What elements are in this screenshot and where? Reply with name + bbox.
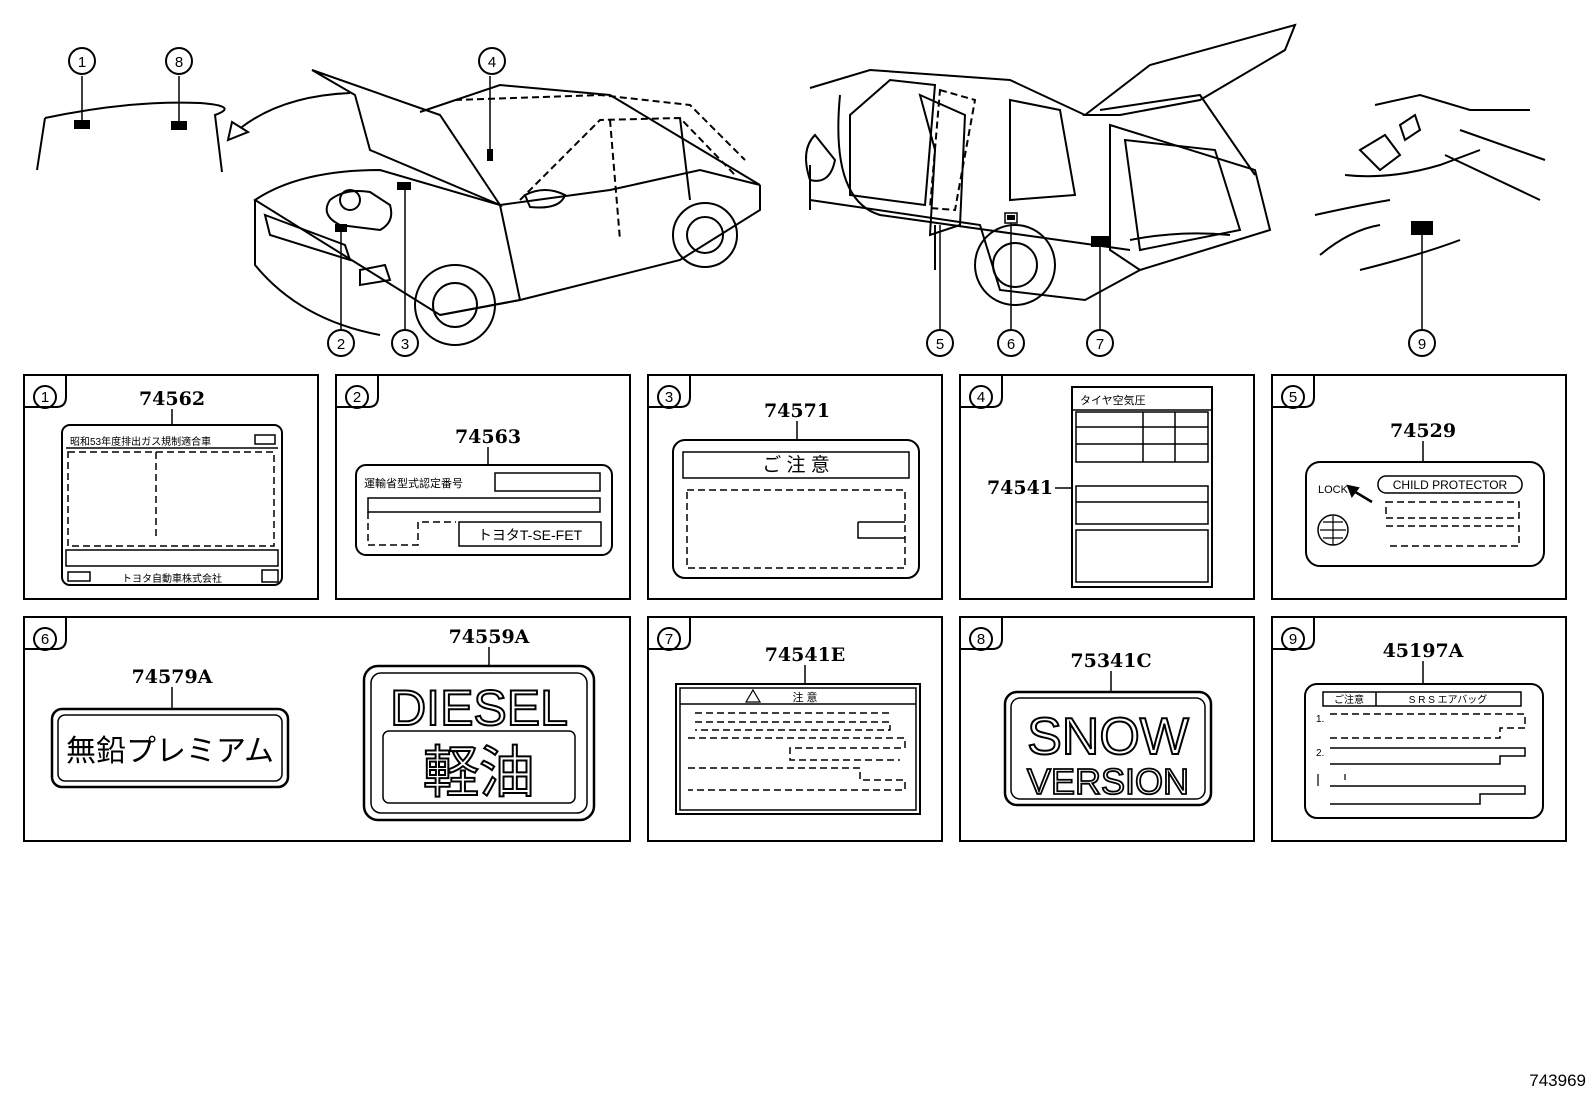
svg-text:注 意: 注 意 — [792, 690, 817, 704]
callout-5: 5 — [926, 329, 954, 357]
part-number-74529: 74529 — [1390, 420, 1456, 442]
svg-text:3: 3 — [401, 336, 409, 353]
svg-text:タイヤ空気圧: タイヤ空気圧 — [1080, 393, 1146, 407]
label-74541 — [1071, 386, 1213, 588]
panel-6: 6 74579A 無鉛プレミアム 74559A DIESEL 軽油 — [23, 616, 631, 842]
panel-1: 1 74562 昭和53年度排出ガス規制適合車 トヨタ自動車株式会社 — [23, 374, 319, 600]
callout-2: 2 — [327, 329, 355, 357]
panel-4: 4 74541 タイヤ空気圧 — [959, 374, 1255, 600]
label-74571 — [672, 439, 920, 579]
svg-text:2.: 2. — [1316, 748, 1324, 759]
part-number-74562: 74562 — [139, 388, 205, 410]
svg-text:DIESEL: DIESEL — [390, 680, 568, 736]
label-74579A — [50, 707, 290, 789]
diagram-id: 743969 — [1529, 1071, 1586, 1090]
part-number-45197A: 45197A — [1383, 640, 1464, 662]
svg-text:3: 3 — [665, 389, 673, 406]
svg-text:7: 7 — [1096, 336, 1104, 353]
svg-text:S R S エアバッグ: S R S エアバッグ — [1409, 693, 1488, 706]
svg-text:トヨタT-SE-FET: トヨタT-SE-FET — [478, 527, 583, 543]
rear-car-illustration — [805, 23, 1297, 330]
svg-text:運輸省型式認定番号: 運輸省型式認定番号 — [364, 476, 463, 490]
part-number-74541: 74541 — [987, 477, 1053, 499]
panel-3: 3 74571 ご 注 意 — [647, 374, 943, 600]
svg-text:8: 8 — [175, 54, 183, 71]
label-74529 — [1305, 461, 1545, 567]
svg-text:ご 注 意: ご 注 意 — [762, 454, 830, 476]
svg-text:無鉛プレミアム: 無鉛プレミアム — [66, 735, 274, 768]
part-number-74579A: 74579A — [132, 666, 213, 688]
label-74562 — [61, 424, 283, 586]
callout-7: 7 — [1086, 329, 1114, 357]
svg-text:7: 7 — [665, 631, 673, 648]
front-car-illustration — [253, 69, 761, 346]
callout-3: 3 — [391, 329, 419, 357]
callout-arrow — [226, 92, 351, 142]
label-74563 — [355, 464, 613, 556]
dash-detail-illustration — [1314, 93, 1546, 330]
panel-2: 2 74563 運輸省型式認定番号 トヨタT-SE-FET — [335, 374, 631, 600]
svg-text:2: 2 — [337, 336, 345, 353]
svg-text:軽油: 軽油 — [423, 741, 535, 804]
svg-text:2: 2 — [353, 389, 361, 406]
svg-text:トヨタ自動車株式会社: トヨタ自動車株式会社 — [122, 572, 222, 585]
svg-text:LOCK: LOCK — [1318, 484, 1349, 496]
panel-5: 5 74529 CHILD PROTECTOR LOCK — [1271, 374, 1567, 600]
svg-text:6: 6 — [1007, 336, 1015, 353]
part-number-74563: 74563 — [455, 426, 521, 448]
windshield-detail — [36, 76, 226, 173]
label-74541E — [675, 683, 921, 815]
svg-text:4: 4 — [977, 389, 985, 406]
panel-9: 9 45197A ご注意 S R S エアバッグ 1. 2. — [1271, 616, 1567, 842]
part-number-74541E: 74541E — [765, 644, 846, 666]
svg-text:昭和53年度排出ガス規制適合車: 昭和53年度排出ガス規制適合車 — [70, 435, 211, 448]
svg-text:SNOW: SNOW — [1027, 708, 1189, 766]
label-74559A — [362, 664, 596, 822]
svg-text:5: 5 — [936, 336, 944, 353]
svg-text:1: 1 — [78, 54, 86, 71]
svg-text:9: 9 — [1418, 336, 1426, 353]
svg-text:ご注意: ご注意 — [1334, 693, 1364, 706]
callout-1: 1 — [68, 47, 96, 75]
svg-text:9: 9 — [1289, 631, 1297, 648]
svg-text:CHILD PROTECTOR: CHILD PROTECTOR — [1393, 478, 1508, 492]
callout-6: 6 — [997, 329, 1025, 357]
label-45197A — [1304, 683, 1544, 819]
label-75341C — [1003, 690, 1213, 807]
svg-text:8: 8 — [977, 631, 985, 648]
svg-text:5: 5 — [1289, 389, 1297, 406]
svg-text:4: 4 — [488, 54, 496, 71]
callout-4: 4 — [478, 47, 506, 75]
panel-7: 7 74541E 注 意 — [647, 616, 943, 842]
svg-text:VERSION: VERSION — [1027, 761, 1189, 802]
part-number-74571: 74571 — [764, 400, 830, 422]
callout-8: 8 — [165, 47, 193, 75]
part-number-74559A: 74559A — [449, 626, 530, 648]
callout-9: 9 — [1408, 329, 1436, 357]
svg-text:6: 6 — [41, 631, 49, 648]
part-number-75341C: 75341C — [1070, 650, 1151, 672]
svg-text:1: 1 — [41, 389, 49, 406]
svg-text:1.: 1. — [1316, 714, 1324, 725]
panel-8: 8 75341C SNOW VERSION — [959, 616, 1255, 842]
